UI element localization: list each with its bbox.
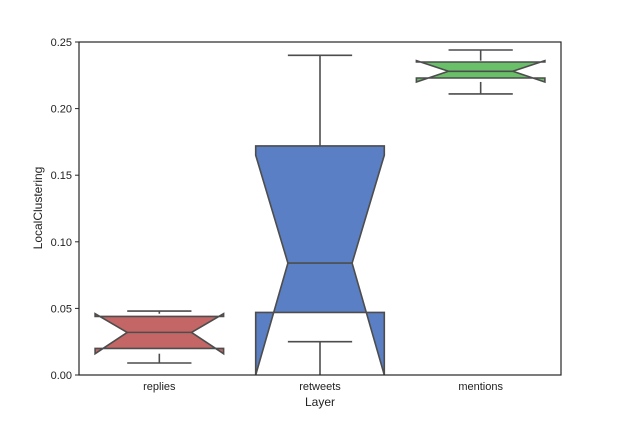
y-ticks: 0.00 0.05 0.10 0.15 0.20 0.25: [51, 37, 79, 382]
y-tick-label: 0.15: [51, 170, 72, 182]
x-tick-label: mentions: [458, 381, 503, 393]
x-axis-label: Layer: [305, 395, 335, 409]
box-replies: [94, 310, 225, 364]
box-body: [254, 145, 386, 376]
y-tick-label: 0.10: [51, 237, 72, 249]
y-tick-label: 0.20: [51, 104, 72, 116]
box-mentions: [415, 49, 546, 95]
box-retweets: [254, 54, 386, 376]
x-tick-label: replies: [143, 381, 176, 393]
y-tick-label: 0.25: [51, 37, 72, 49]
x-tick-label: retweets: [299, 381, 341, 393]
y-axis-label: LocalClustering: [31, 167, 45, 250]
y-tick-label: 0.00: [51, 370, 72, 382]
boxes-layer: [94, 49, 546, 376]
x-ticks: replies retweets mentions: [143, 381, 503, 393]
plot-frame: [78, 41, 562, 376]
y-tick-label: 0.05: [51, 303, 72, 315]
box-body: [94, 312, 225, 356]
